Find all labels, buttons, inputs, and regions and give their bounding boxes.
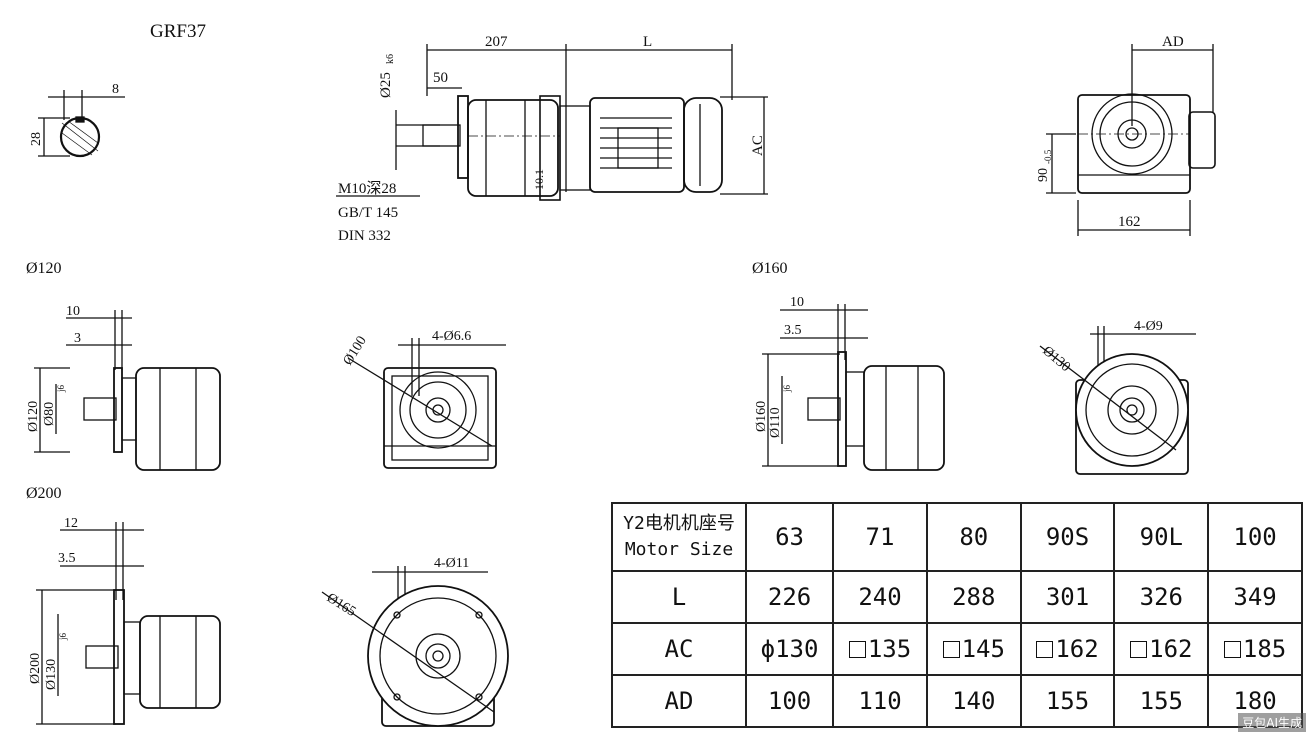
square-icon bbox=[848, 641, 866, 658]
standard-gb-label: GB/T 145 bbox=[338, 205, 398, 221]
square-icon bbox=[1223, 641, 1241, 658]
cell-value: ϕ130 bbox=[760, 635, 819, 663]
cell-value: 145 bbox=[961, 635, 1005, 663]
table-cell: 326 bbox=[1113, 570, 1210, 624]
motor-length-label: L bbox=[643, 34, 652, 50]
row-label: L bbox=[611, 570, 747, 624]
flange120-d1-label: 10 bbox=[66, 304, 80, 319]
flange120-d2-label: 3 bbox=[74, 331, 81, 346]
flange200-pilot-tol-label: j6 bbox=[58, 632, 68, 641]
table-cell: 100 bbox=[744, 674, 835, 728]
end-height-label: 90 bbox=[1036, 168, 1051, 182]
flange120-pcd-label: Ø100 bbox=[341, 334, 370, 368]
row-label: AC bbox=[611, 622, 747, 676]
thread-label: M10深28 bbox=[338, 180, 396, 197]
table-cell: 135 bbox=[832, 622, 928, 676]
flange200-pilot-label: Ø130 bbox=[44, 659, 59, 690]
flange160-d2-label: 3.5 bbox=[784, 323, 802, 338]
flange200-outer-label: Ø200 bbox=[28, 653, 43, 684]
flange160-outer-label: Ø160 bbox=[754, 401, 769, 432]
table-cell: 162 bbox=[1113, 622, 1210, 676]
center-offset-label: 10.1 bbox=[532, 169, 546, 190]
flange160-holes-label: 4-Ø9 bbox=[1134, 319, 1163, 334]
flange120-holes-label: 4-Ø6.6 bbox=[432, 329, 471, 344]
flange120-pilot-label: Ø80 bbox=[42, 402, 57, 426]
flange160-d1-label: 10 bbox=[790, 295, 804, 310]
size-cell: 71 bbox=[832, 502, 928, 572]
table-cell: 145 bbox=[925, 622, 1022, 676]
cell-value: 162 bbox=[1055, 635, 1099, 663]
table-cell: 301 bbox=[1019, 570, 1116, 624]
table-cell: 110 bbox=[832, 674, 928, 728]
flange160-title: Ø160 bbox=[752, 260, 788, 277]
flange160-pcd-label: Ø130 bbox=[1039, 344, 1072, 375]
key-width-label: 8 bbox=[112, 82, 119, 97]
header-cn-label: Y2电机机座号 bbox=[623, 513, 735, 534]
table-cell: 162 bbox=[1019, 622, 1116, 676]
key-section bbox=[38, 90, 125, 158]
flange160-side-view bbox=[762, 304, 945, 471]
table-cell: 288 bbox=[925, 570, 1022, 624]
end-width-label: 162 bbox=[1118, 214, 1141, 230]
flange160-pilot-label: Ø110 bbox=[768, 407, 783, 438]
flange120-pilot-tol-label: j6 bbox=[56, 384, 66, 393]
table-cell: 140 bbox=[925, 674, 1022, 728]
table-cell: 185 bbox=[1207, 622, 1303, 676]
shaft-dia-label: Ø25 bbox=[378, 72, 394, 98]
key-height-label: 28 bbox=[29, 132, 44, 146]
ac-label: AC bbox=[750, 135, 766, 156]
gear-length-label: 207 bbox=[485, 34, 508, 50]
table-row: AD 100 110 140 155 155 180 bbox=[611, 674, 1303, 728]
size-cell: 100 bbox=[1207, 502, 1303, 572]
watermark: 豆包AI生成 bbox=[1238, 713, 1306, 732]
table-cell: 240 bbox=[832, 570, 928, 624]
table-cell: ϕ130 bbox=[744, 622, 835, 676]
drawing-title: GRF37 bbox=[150, 21, 206, 42]
square-icon bbox=[942, 641, 960, 658]
size-cell: 63 bbox=[744, 502, 835, 572]
flange160-pilot-tol-label: j6 bbox=[782, 384, 792, 393]
table-cell: 349 bbox=[1207, 570, 1303, 624]
flange120-title: Ø120 bbox=[26, 260, 62, 277]
flange120-outer-label: Ø120 bbox=[26, 401, 41, 432]
flange200-holes-label: 4-Ø11 bbox=[434, 556, 469, 571]
table-cell: 155 bbox=[1113, 674, 1210, 728]
cell-value: 135 bbox=[867, 635, 912, 663]
table-row: L 226 240 288 301 326 349 bbox=[611, 570, 1303, 624]
table-header-row: Y2电机机座号 Motor Size 63 71 80 90S 90L 100 bbox=[611, 502, 1303, 572]
ad-label: AD bbox=[1162, 34, 1184, 50]
flange120-end-view bbox=[347, 338, 506, 469]
cell-value: 185 bbox=[1242, 635, 1287, 663]
size-cell: 90L bbox=[1113, 502, 1210, 572]
square-icon bbox=[1036, 641, 1054, 658]
square-icon bbox=[1130, 641, 1148, 658]
flange200-side-view bbox=[36, 522, 221, 725]
row-label: AD bbox=[611, 674, 747, 728]
table-header-cell: Y2电机机座号 Motor Size bbox=[611, 502, 747, 572]
table-row: AC ϕ130 135 145 162 162 185 bbox=[611, 622, 1303, 676]
header-en-label: Motor Size bbox=[624, 539, 734, 560]
flange200-d2-label: 3.5 bbox=[58, 551, 76, 566]
side-view bbox=[395, 44, 768, 201]
end-height-tol-label: -0.5 bbox=[1043, 149, 1053, 164]
size-cell: 80 bbox=[925, 502, 1022, 572]
flange200-d1-label: 12 bbox=[64, 516, 78, 531]
size-cell: 90S bbox=[1019, 502, 1116, 572]
flange160-end-view bbox=[1039, 326, 1196, 475]
end-view bbox=[1046, 44, 1216, 236]
motor-size-table: Y2电机机座号 Motor Size 63 71 80 90S 90L 100 … bbox=[611, 502, 1303, 728]
flange120-side-view bbox=[34, 310, 221, 471]
flange200-pcd-label: Ø165 bbox=[324, 591, 358, 620]
standard-din-label: DIN 332 bbox=[338, 228, 391, 244]
flange200-title: Ø200 bbox=[26, 485, 62, 502]
table-cell: 226 bbox=[744, 570, 835, 624]
shaft-tol-label: k6 bbox=[385, 54, 396, 64]
shaft-length-label: 50 bbox=[433, 70, 448, 86]
flange200-end-view bbox=[321, 566, 509, 727]
cell-value: 162 bbox=[1149, 635, 1193, 663]
table-cell: 155 bbox=[1019, 674, 1116, 728]
